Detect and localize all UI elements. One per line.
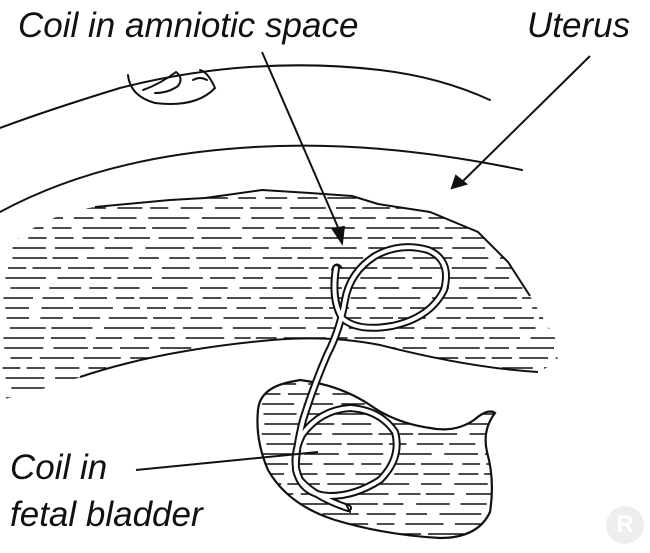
bladder-leader-line (135, 451, 319, 471)
uterus-leader-line (461, 55, 591, 183)
amniotic-upper-border (94, 188, 531, 297)
coil-lumen (293, 245, 448, 510)
uterine-wall-outer-line (0, 64, 491, 129)
uterine-fold-tick (192, 77, 208, 81)
amniotic-fluid-hatching (2, 197, 558, 399)
shunt-coil (291, 243, 450, 513)
amniotic-fluid-region (2, 188, 558, 399)
coil-tip-amniotic (331, 263, 343, 271)
amniotic-lower-border (79, 337, 539, 378)
leader-lines (135, 51, 591, 471)
label-coil-in-fetal-bladder-line1: Coil in (10, 448, 108, 487)
uterine-wall-lines (0, 64, 523, 213)
uterine-wall-inner-line (0, 144, 523, 213)
amniotic-arrowhead (331, 225, 345, 246)
uterine-fold-inner (142, 70, 182, 94)
uterine-fold-mark (127, 69, 217, 105)
fetal-bladder-outline (256, 378, 497, 540)
label-coil-in-amniotic-space: Coil in amniotic space (18, 6, 359, 45)
amniotic-leader-line (261, 51, 341, 233)
label-coil-in-fetal-bladder-line2: fetal bladder (10, 495, 203, 534)
watermark-logo-icon: R (606, 506, 644, 544)
coil-tip-bladder (345, 503, 351, 513)
label-uterus: Uterus (527, 6, 631, 45)
uterus-arrowhead (450, 174, 469, 190)
